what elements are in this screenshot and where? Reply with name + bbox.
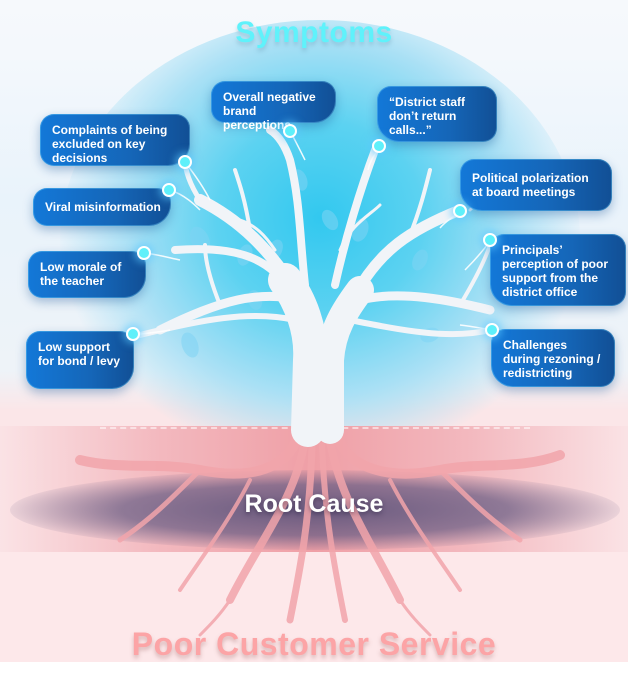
tree-trunk-branches — [137, 126, 495, 447]
symptom-text: Principals’ perception of poor support f… — [502, 243, 608, 299]
diagram-canvas: Symptoms Complaints of being excluded on… — [0, 0, 628, 662]
symptom-text: Low morale of the teacher — [40, 260, 122, 288]
symptom-card-staff-calls: “District staff don’t return calls...” — [377, 86, 497, 142]
connector-dot — [283, 124, 297, 138]
connector-dot — [483, 233, 497, 247]
symptom-card-brand-perceptions: Overall negative brand perceptions — [211, 81, 336, 132]
symptom-card-low-morale: Low morale of the teacher — [28, 251, 146, 298]
symptom-card-excluded-decisions: Complaints of being excluded on key deci… — [40, 114, 190, 166]
connector-dot — [137, 246, 151, 260]
connector-dot — [453, 204, 467, 218]
connector-dot — [372, 139, 386, 153]
symptom-card-bond-levy: Low support for bond / levy — [26, 331, 134, 389]
root-cause-label: Root Cause — [244, 490, 384, 518]
connector-dot — [178, 155, 192, 169]
connector-dot — [162, 183, 176, 197]
symptom-text: Low support for bond / levy — [38, 340, 121, 368]
roots — [75, 425, 565, 637]
symptom-text: Complaints of being excluded on key deci… — [52, 123, 168, 165]
tree-illustration — [75, 126, 565, 637]
symptom-text: Political polarization at board meetings — [472, 171, 589, 199]
symptom-text: “District staff don’t return calls...” — [389, 95, 466, 137]
connector-dot — [485, 323, 499, 337]
symptom-card-viral-misinformation: Viral misinformation — [33, 188, 171, 226]
poor-customer-service-title: Poor Customer Service — [131, 626, 497, 662]
symptom-card-principals-support: Principals’ perception of poor support f… — [490, 234, 626, 306]
connector-dot — [126, 327, 140, 341]
symptom-card-rezoning: Challenges during rezoning / redistricti… — [491, 329, 615, 387]
symptom-text: Overall negative brand perceptions — [223, 90, 316, 132]
symptom-card-political-polarization: Political polarization at board meetings — [460, 159, 612, 211]
symptoms-title: Symptoms — [235, 16, 393, 49]
symptom-text: Viral misinformation — [45, 200, 161, 214]
symptom-text: Challenges during rezoning / redistricti… — [503, 338, 601, 380]
lower-band — [0, 552, 628, 662]
